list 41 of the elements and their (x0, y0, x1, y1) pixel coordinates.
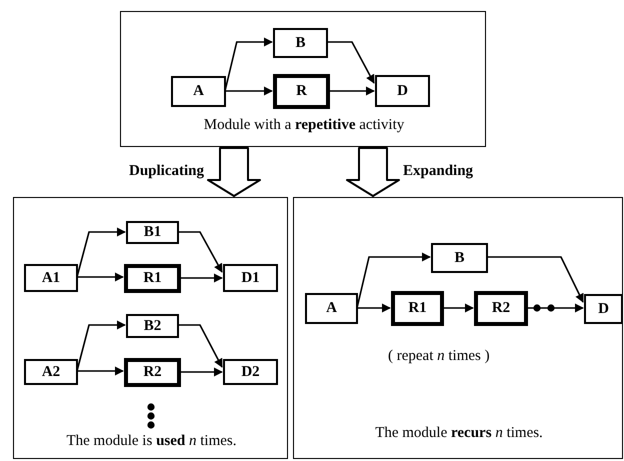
arrow (527, 304, 584, 312)
module-panel (293, 197, 623, 459)
activity-box: A (171, 76, 226, 107)
arrow (77, 366, 124, 376)
activity-box: B1 (126, 221, 179, 244)
arrow (77, 272, 124, 282)
caption-text: The module recurs n times. (374, 425, 544, 442)
arrow (327, 41, 375, 84)
activity-box: R2 (474, 291, 528, 326)
arrow (443, 304, 474, 312)
edge-label: Duplicating (128, 163, 204, 180)
activity-box: A2 (24, 359, 78, 385)
activity-box: B (273, 28, 328, 58)
caption-text: Module with a repetitive activity (202, 117, 406, 134)
activity-box: R1 (391, 291, 444, 326)
caption-text: The module is used n times. (65, 433, 238, 450)
arrow (180, 274, 223, 282)
activity-box: A1 (24, 264, 78, 292)
caption-text: ( repeat n times ) (388, 348, 488, 365)
activity-box: B2 (126, 314, 179, 338)
module-panel (120, 11, 486, 147)
activity-box: R2 (124, 358, 181, 387)
activity-box: R1 (124, 264, 181, 293)
arrow (329, 86, 375, 96)
activity-box: D1 (223, 264, 278, 292)
activity-box: A (305, 293, 358, 324)
block-arrow (346, 147, 400, 197)
activity-box: D2 (223, 359, 278, 385)
activity-box: R (273, 74, 330, 109)
arrow (180, 368, 223, 376)
module-panel (13, 197, 288, 459)
activity-box: D (375, 75, 430, 107)
activity-box: D (584, 294, 623, 324)
block-arrow (207, 147, 261, 197)
arrow (357, 304, 391, 312)
activity-box: B (431, 243, 488, 273)
arrow (487, 256, 584, 303)
arrow (178, 324, 223, 368)
edge-label: Expanding (403, 163, 474, 180)
arrow (225, 86, 273, 96)
arrow (178, 231, 223, 273)
